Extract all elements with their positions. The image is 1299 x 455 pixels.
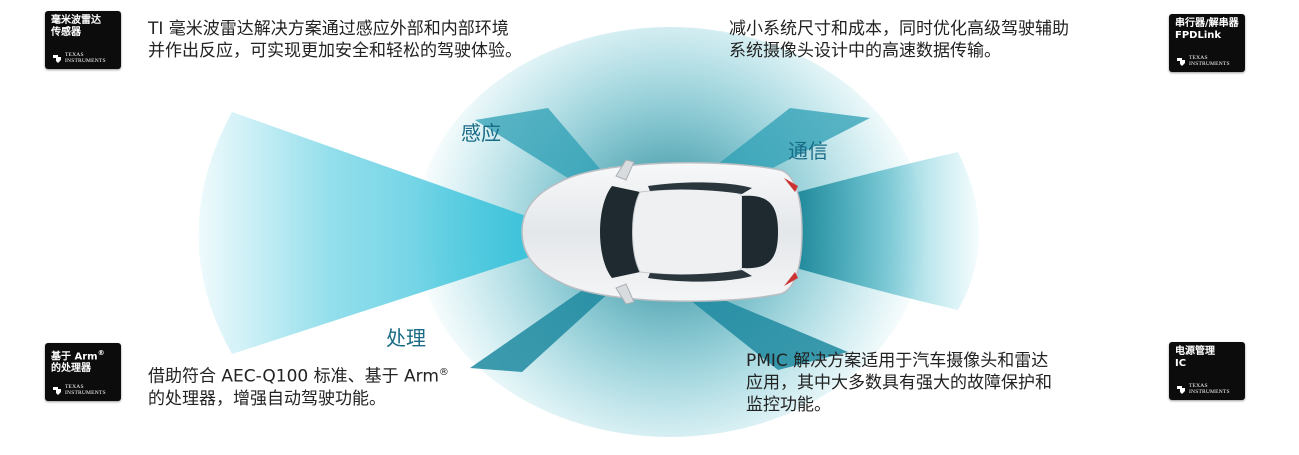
beam-bottom-left <box>470 282 612 372</box>
chip-processor-label-line2: 的处理器 <box>51 363 91 375</box>
category-communication: 通信 <box>788 139 828 163</box>
desc-processor-part1: 借助符合 AEC-Q100 标准、基于 Arm <box>148 366 439 387</box>
car-mirror-top <box>615 159 635 181</box>
ti-logo-line2: INSTRUMENTS <box>65 57 106 64</box>
ti-logo-line2: INSTRUMENTS <box>65 389 106 396</box>
chip-processor-label: 基于 Arm® 的处理器 <box>51 347 117 375</box>
desc-radar: TI 毫米波雷达解决方案通过感应外部和内部环境 并作出反应，可实现更加安全和轻松… <box>148 19 522 61</box>
ti-logo-line1: TEXAS <box>1189 55 1208 61</box>
car-side-window-top <box>648 182 752 194</box>
chip-pmic-label: 电源管理 IC <box>1175 346 1215 369</box>
car-side-window-bottom <box>648 270 752 282</box>
chip-processor-label-line1: 基于 Arm <box>51 351 98 363</box>
category-sensing: 感应 <box>461 121 501 145</box>
ti-logo-line2: INSTRUMENTS <box>1189 388 1230 395</box>
beam-bottom-right <box>690 292 848 370</box>
desc-processor-part2: 的处理器，增强自动驾驶功能。 <box>148 388 386 409</box>
car-taillight-bottom <box>784 272 798 286</box>
category-processing: 处理 <box>386 326 426 350</box>
ti-state-icon <box>1177 385 1185 394</box>
car-graphic <box>521 159 803 305</box>
ti-logo-line1: TEXAS <box>65 52 84 58</box>
beam-rear-right <box>775 152 979 310</box>
car-taillight-top <box>784 178 798 192</box>
desc-processor: 借助符合 AEC-Q100 标准、基于 Arm® 的处理器，增强自动驾驶功能。 <box>148 362 449 410</box>
desc-pmic: PMIC 解决方案适用于汽车摄像头和雷达 应用，其中大多数具有强大的故障保护和 … <box>746 351 1052 415</box>
chip-fpdlink-label: 串行器/解串器 FPDLink <box>1175 18 1239 41</box>
car-windshield <box>600 186 640 278</box>
ti-logo-line1: TEXAS <box>65 384 84 390</box>
ti-state-icon <box>53 54 61 63</box>
ti-logo-line2: INSTRUMENTS <box>1189 60 1230 67</box>
chip-processor-label-sup: ® <box>97 349 105 357</box>
ti-state-icon <box>53 386 61 395</box>
car-mirror-bottom <box>615 283 635 305</box>
desc-fpdlink: 减小系统尺寸和成本，同时优化高级驾驶辅助 系统摄像头设计中的高速数据传输。 <box>729 19 1069 61</box>
chip-radar-label: 毫米波雷达 传感器 <box>51 15 101 38</box>
beam-front-left <box>198 112 588 354</box>
ti-logo-line1: TEXAS <box>1189 383 1208 389</box>
car-rear-window <box>742 195 778 269</box>
ti-state-icon <box>1177 57 1185 66</box>
car-roof <box>632 188 743 276</box>
desc-processor-sup: ® <box>438 367 449 378</box>
